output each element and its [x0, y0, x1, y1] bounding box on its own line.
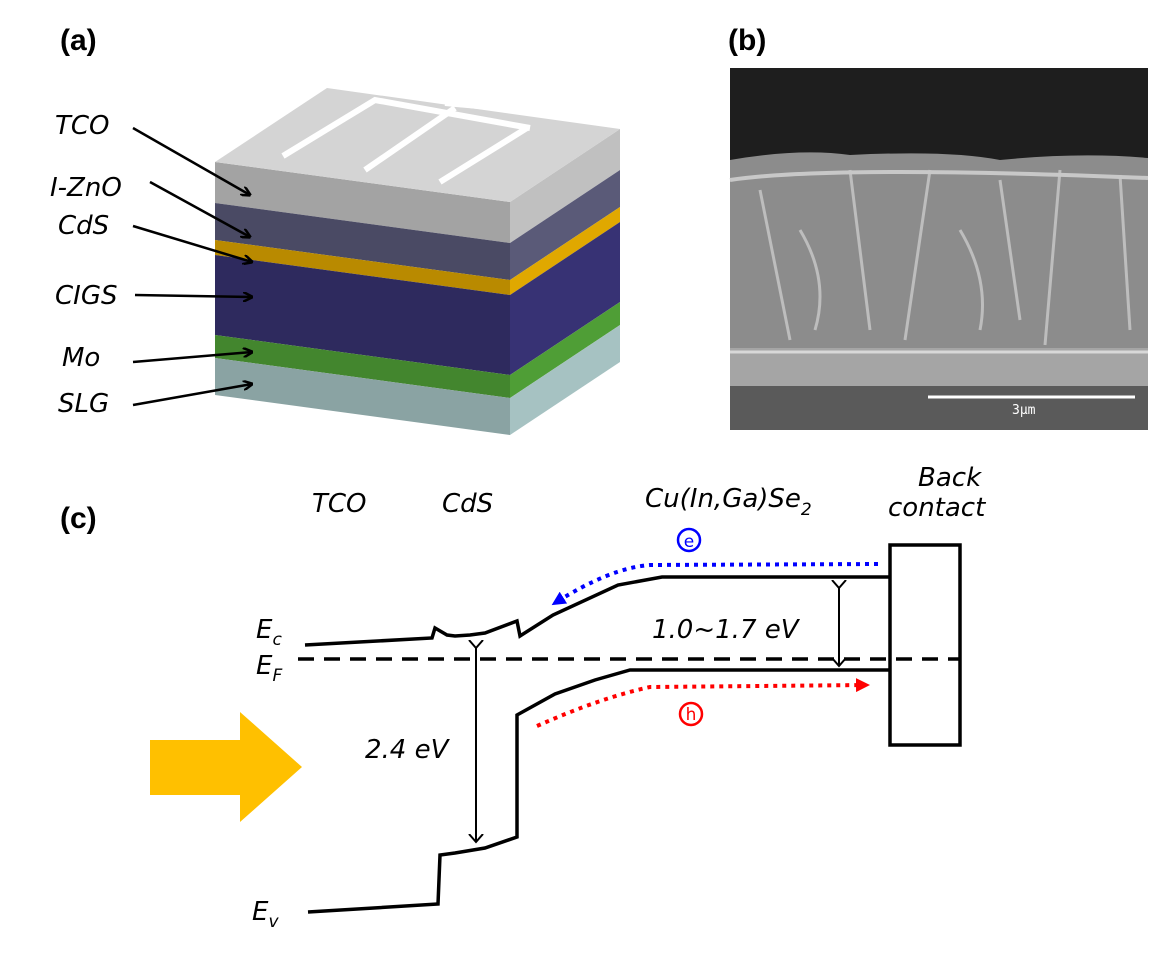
top-face — [215, 88, 620, 202]
region-tco: TCO — [312, 489, 367, 519]
layer-front-1 — [215, 203, 510, 280]
region-back-contact-2: contact — [888, 493, 986, 523]
layer-side-0 — [510, 129, 620, 243]
cigs-cell-stack — [215, 88, 620, 435]
layer-front-2 — [215, 240, 510, 295]
layer-front-0 — [215, 162, 510, 243]
electron-label: e — [684, 532, 694, 552]
label-tco: TCO — [55, 111, 110, 141]
layer-side-5 — [510, 325, 620, 435]
layer-front-4 — [215, 335, 510, 398]
layer-labels: TCO I-ZnO CdS CIGS Mo SLG — [50, 111, 252, 419]
panel-label-c: (c) — [60, 502, 97, 535]
label-izno: I-ZnO — [50, 173, 122, 203]
cigs-gap-label: 1.0~1.7 eV — [652, 615, 801, 645]
electron-flow-arrow — [551, 562, 879, 606]
panel-label-b: (b) — [728, 24, 766, 57]
incident-light-arrow — [150, 712, 302, 822]
layer-side-2 — [510, 207, 620, 295]
layer-side-3 — [510, 222, 620, 375]
layer-front-5 — [215, 358, 510, 435]
scale-bar-label: 3μm — [1012, 403, 1036, 418]
metal-grid-contact — [281, 96, 531, 185]
hole-label: h — [686, 705, 697, 725]
label-cigs: CIGS — [55, 281, 117, 311]
electron-circle — [676, 527, 702, 553]
layer-arrows — [132, 126, 252, 407]
label-cds: CdS — [58, 211, 109, 241]
region-cds: CdS — [442, 489, 493, 519]
layer-side-4 — [510, 302, 620, 398]
ev-label: Ev — [252, 897, 279, 932]
layer-side-1 — [510, 170, 620, 280]
back-contact-box — [888, 543, 962, 747]
panel-label-a: (a) — [60, 24, 97, 57]
label-slg: SLG — [58, 389, 109, 419]
sem-image: 3μm — [729, 68, 1149, 430]
hole-circle — [678, 701, 704, 727]
cds-gap-label: 2.4 eV — [365, 735, 451, 765]
ec-label: Ec — [256, 615, 282, 650]
region-cigs: Cu(In,Ga)Se2 — [645, 484, 812, 520]
label-mo: Mo — [62, 343, 100, 373]
ef-label: EF — [256, 651, 282, 686]
region-back-contact-1: Back — [918, 463, 982, 493]
valence-band — [307, 668, 890, 914]
conduction-band — [304, 575, 890, 647]
